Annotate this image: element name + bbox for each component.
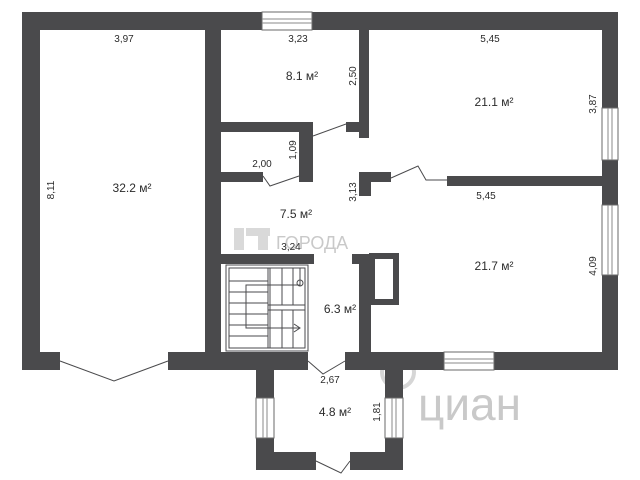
window-porch-right (384, 397, 404, 439)
area-top-middle: 8.1 м² (286, 69, 318, 83)
cian-watermark-text: циан (418, 378, 521, 430)
dim-left-top: 3,97 (114, 34, 134, 45)
dim-right-mid: 5,45 (476, 191, 496, 202)
staircase (225, 264, 309, 352)
dim-corridor-bottom: 3,24 (281, 242, 301, 253)
area-top-right: 21.1 м² (475, 95, 514, 109)
area-left-hall: 32.2 м² (113, 181, 152, 195)
window-right-upper (601, 107, 619, 161)
dim-closet-side: 1,09 (288, 140, 299, 160)
window-top (261, 11, 313, 31)
dim-mid-top: 3,23 (288, 34, 308, 45)
door-top-right-room (390, 165, 447, 181)
dim-right-side-bottom: 4,09 (588, 256, 599, 276)
entrance-double-door (59, 360, 169, 382)
cian-watermark: циан (380, 354, 521, 430)
dim-left-side: 8,11 (46, 180, 57, 199)
dim-mid-side: 2,50 (348, 66, 359, 86)
window-right-lower (601, 204, 619, 276)
window-bottom (443, 351, 495, 371)
area-porch: 4.8 м² (319, 405, 351, 419)
interior-walls (205, 12, 618, 370)
window-porch-left (255, 397, 275, 439)
door-closet (262, 175, 300, 187)
area-bottom-right: 21.7 м² (475, 259, 514, 273)
gorod-watermark-text: ГОРОДА (276, 233, 348, 253)
dim-right-top: 5,45 (480, 34, 500, 45)
door-top-middle-room (312, 123, 347, 137)
door-porch-outer (315, 460, 351, 474)
dim-porch-top: 2,67 (320, 375, 340, 386)
built-in-cabinet (369, 253, 399, 305)
dim-corridor-side: 3,13 (348, 182, 359, 202)
dim-porch-side: 1,81 (372, 402, 383, 422)
area-stair-hall: 6.3 м² (324, 302, 356, 316)
gorod-watermark: ГОРОДА (234, 228, 348, 253)
exterior-walls (22, 12, 618, 370)
dim-closet-bottom: 2,00 (252, 159, 272, 170)
door-porch-inner (307, 360, 346, 375)
area-corridor: 7.5 м² (280, 207, 312, 221)
dim-right-side-top: 3,87 (588, 94, 599, 114)
